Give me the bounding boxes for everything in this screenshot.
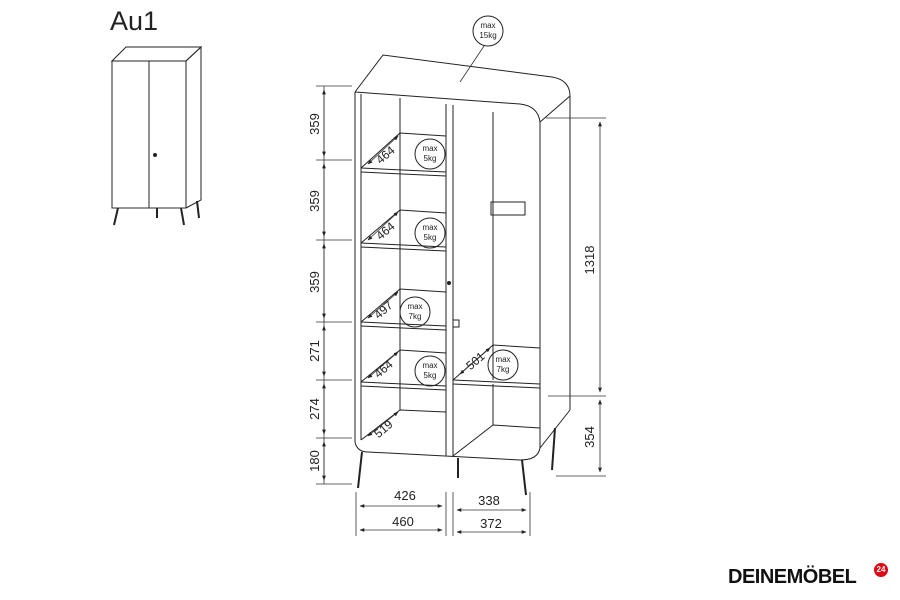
depth-label-3: 497 bbox=[371, 298, 396, 322]
height-label-5: 274 bbox=[307, 398, 322, 420]
svg-text:max: max bbox=[407, 302, 422, 311]
height-label-6: 180 bbox=[307, 450, 322, 472]
brand-logo: DEINEMÖBEL bbox=[728, 566, 857, 588]
height-label-1: 359 bbox=[307, 113, 322, 135]
svg-text:5kg: 5kg bbox=[424, 233, 437, 242]
svg-text:15kg: 15kg bbox=[479, 31, 496, 40]
left-outer-width-label: 460 bbox=[392, 514, 414, 529]
load-badge-shelf-2: max 5kg bbox=[414, 217, 446, 249]
depth-label-1: 464 bbox=[373, 143, 398, 167]
svg-text:5kg: 5kg bbox=[424, 371, 437, 380]
load-badge-shelf-3: max 7kg bbox=[399, 296, 431, 328]
hanging-height-label: 1318 bbox=[582, 246, 597, 275]
svg-text:7kg: 7kg bbox=[497, 365, 510, 374]
svg-text:max: max bbox=[422, 223, 437, 232]
right-height-dimensions: 1318 354 bbox=[546, 117, 606, 477]
brand-badge: 24 bbox=[874, 563, 888, 577]
depth-dimensions: 464 464 497 464 519 501 bbox=[367, 135, 491, 441]
height-label-2: 359 bbox=[307, 190, 322, 212]
svg-text:max: max bbox=[480, 21, 495, 30]
svg-text:max: max bbox=[422, 144, 437, 153]
right-outer-width-label: 372 bbox=[480, 516, 502, 531]
height-dimensions: 359 359 359 271 274 180 bbox=[307, 85, 352, 485]
load-badge-top: max 15kg bbox=[459, 15, 504, 83]
svg-text:5kg: 5kg bbox=[424, 154, 437, 163]
height-label-4: 271 bbox=[307, 340, 322, 362]
depth-label-5: 519 bbox=[371, 417, 396, 441]
lower-right-height-label: 354 bbox=[582, 426, 597, 448]
thumbnail-wardrobe bbox=[110, 45, 203, 226]
load-badge-shelf-1: max 5kg bbox=[414, 138, 446, 170]
svg-text:max: max bbox=[422, 361, 437, 370]
height-label-3: 359 bbox=[307, 271, 322, 293]
model-title: Au1 bbox=[110, 6, 159, 36]
svg-text:7kg: 7kg bbox=[409, 312, 422, 321]
load-badge-shelf-4: max 5kg bbox=[414, 355, 446, 387]
svg-text:max: max bbox=[495, 355, 510, 364]
depth-label-2: 464 bbox=[373, 219, 398, 243]
load-badges: max 15kg max 5kg max 5kg max 7kg max bbox=[399, 15, 519, 387]
right-inner-width-label: 338 bbox=[478, 493, 500, 508]
width-dimensions: 426 460 338 372 bbox=[355, 488, 531, 536]
depth-label-4: 464 bbox=[371, 357, 396, 381]
load-badge-right-shelf: max 7kg bbox=[487, 349, 519, 381]
left-inner-width-label: 426 bbox=[394, 488, 416, 503]
